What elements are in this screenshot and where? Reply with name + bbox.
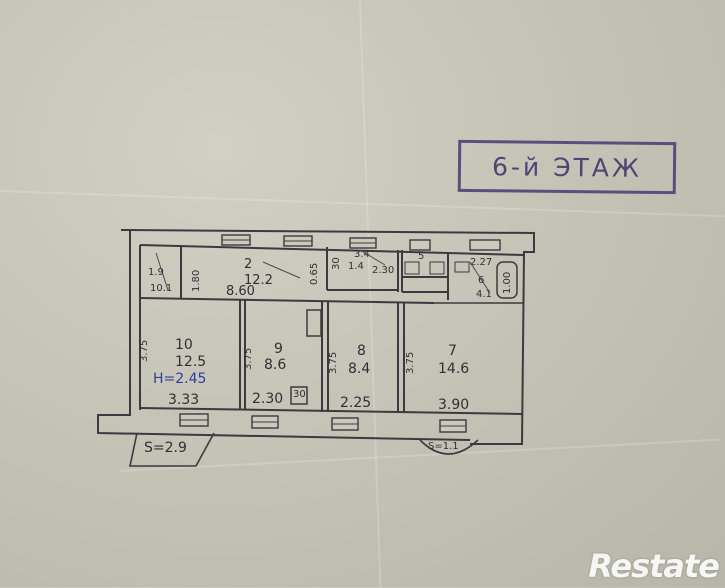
room-1-area: 10.1 xyxy=(150,283,173,294)
room-9-width: 2.30 xyxy=(252,391,284,407)
room-6-number: 6 xyxy=(478,275,485,286)
room-9-number: 9 xyxy=(274,341,283,357)
room-7-height: 3.75 xyxy=(405,351,416,374)
room-10-area: 12.5 xyxy=(175,354,207,370)
dim-227: 2.27 xyxy=(470,257,493,268)
room-8-width: 2.25 xyxy=(340,395,372,411)
room-8-area: 8.4 xyxy=(348,361,371,377)
room-3-number: 3.4 xyxy=(354,249,370,260)
room-8-number: 8 xyxy=(357,343,366,359)
dim-230-top: 2.30 xyxy=(372,265,395,276)
room-1-number: 1.9 xyxy=(148,267,164,278)
room-3-area: 1.4 xyxy=(348,261,364,272)
room-10-ceiling-height: H=2.45 xyxy=(153,371,207,387)
room-2-width: 8.60 xyxy=(226,284,255,299)
room-2-area: 12.2 xyxy=(244,273,273,288)
dim-100: 1.00 xyxy=(502,271,513,294)
room-7-number: 7 xyxy=(448,343,457,359)
room-7-area: 14.6 xyxy=(438,361,470,377)
room-8-height: 3.75 xyxy=(328,351,339,374)
watermark-logo: Restate xyxy=(588,547,720,585)
room-6-area: 4.1 xyxy=(476,289,492,300)
dim-30: 30 xyxy=(331,257,342,270)
balcony-left-area: S=2.9 xyxy=(144,440,187,456)
room-7-width: 3.90 xyxy=(438,397,470,413)
balcony-right-area: S=1.1 xyxy=(428,441,459,452)
room-9-area: 8.6 xyxy=(264,357,287,373)
room-10-width: 3.33 xyxy=(168,392,200,408)
room-9-height: 3.75 xyxy=(243,347,254,370)
room-2-number: 2 xyxy=(244,257,253,272)
room-10-height: 3.75 xyxy=(139,339,150,362)
room-5-number: 5 xyxy=(418,251,425,262)
dim-065: 0.65 xyxy=(309,262,320,285)
dim-180: 1.80 xyxy=(191,269,202,292)
vent-dim: 30 xyxy=(293,389,306,400)
room-10-number: 10 xyxy=(175,337,193,353)
